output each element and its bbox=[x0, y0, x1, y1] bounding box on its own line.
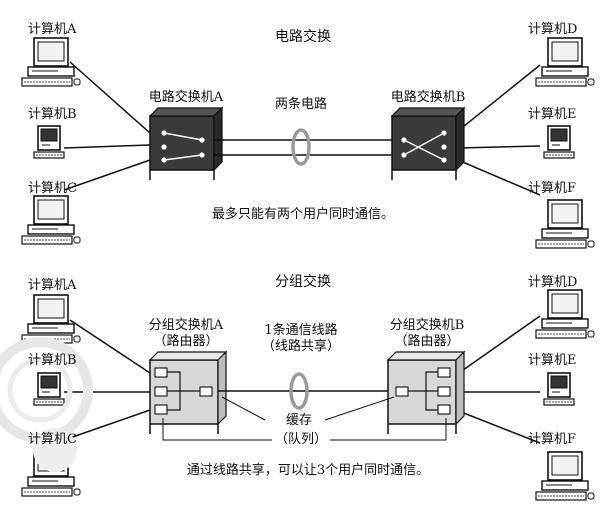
cable bbox=[69, 319, 151, 374]
computer-e-icon bbox=[543, 372, 575, 406]
computer-c-label: 计算机C bbox=[28, 181, 77, 196]
computer-d-icon bbox=[535, 37, 595, 87]
two-circuits-label: 两条电路 bbox=[274, 97, 328, 112]
packet-switch-b bbox=[386, 350, 466, 434]
computer-a-label: 计算机A bbox=[28, 22, 77, 37]
computer-e-label: 计算机E bbox=[528, 107, 577, 122]
queue-bracket bbox=[330, 418, 447, 441]
cable bbox=[63, 409, 151, 441]
packet-note: 通过线路共享，可以让3个用户同时通信。 bbox=[186, 463, 430, 478]
circuit-title: 电路交换 bbox=[275, 29, 331, 45]
computer-c-icon bbox=[21, 195, 81, 245]
shared-line-sublabel: （线路共享） bbox=[261, 339, 341, 354]
packet-switch-b-sublabel: （路由器） bbox=[394, 334, 460, 349]
cable bbox=[63, 144, 151, 149]
cable bbox=[457, 145, 541, 149]
circuit-note: 最多只能有两个用户同时通信。 bbox=[211, 207, 395, 222]
computer-d-label: 计算机D bbox=[528, 275, 578, 290]
packet-switch-a bbox=[148, 350, 228, 434]
computer-c-label: 计算机C bbox=[28, 432, 77, 447]
watermark-stamp bbox=[0, 337, 93, 472]
packet-title: 分组交换 bbox=[275, 274, 331, 290]
queue-label: （队列） bbox=[274, 432, 328, 447]
computer-f-label: 计算机F bbox=[528, 432, 577, 447]
circuit-section bbox=[21, 37, 595, 249]
link-ring bbox=[291, 128, 311, 166]
computer-a-icon bbox=[21, 37, 81, 87]
buffer-leader bbox=[221, 396, 266, 421]
packet-section bbox=[21, 289, 595, 501]
circuit-switch-b bbox=[390, 106, 466, 180]
circuit-switch-a bbox=[148, 106, 224, 180]
cable bbox=[457, 64, 541, 132]
computer-f-icon bbox=[535, 199, 595, 249]
computer-d-label: 计算机D bbox=[528, 22, 578, 37]
computer-f-label: 计算机F bbox=[528, 181, 577, 196]
packet-switch-a-sublabel: （路由器） bbox=[153, 334, 219, 349]
computer-e-label: 计算机E bbox=[528, 353, 577, 368]
packet-switch-a-label: 分组交换机A bbox=[148, 318, 224, 333]
computer-f-icon bbox=[535, 451, 595, 501]
computer-b-label: 计算机B bbox=[28, 353, 77, 368]
cable bbox=[457, 159, 541, 196]
computer-d-icon bbox=[535, 289, 595, 339]
packet-switch-b-label: 分组交换机B bbox=[389, 318, 465, 333]
computer-a-label: 计算机A bbox=[28, 278, 77, 293]
buffer-leader bbox=[324, 396, 395, 421]
shared-line-label: 1条通信线路 bbox=[264, 323, 338, 338]
link-ring bbox=[289, 372, 309, 410]
queue-bracket bbox=[162, 418, 272, 441]
computer-e-icon bbox=[543, 125, 575, 159]
computer-b-icon bbox=[33, 125, 65, 159]
computer-b-label: 计算机B bbox=[28, 107, 77, 122]
cable bbox=[455, 315, 541, 376]
cable bbox=[69, 61, 151, 134]
cable bbox=[63, 159, 151, 191]
circuit-switch-b-label: 电路交换机B bbox=[390, 90, 466, 105]
circuit-switch-a-label: 电路交换机A bbox=[148, 90, 224, 105]
cable bbox=[455, 409, 541, 444]
buffer-label: 缓存 bbox=[285, 413, 313, 428]
